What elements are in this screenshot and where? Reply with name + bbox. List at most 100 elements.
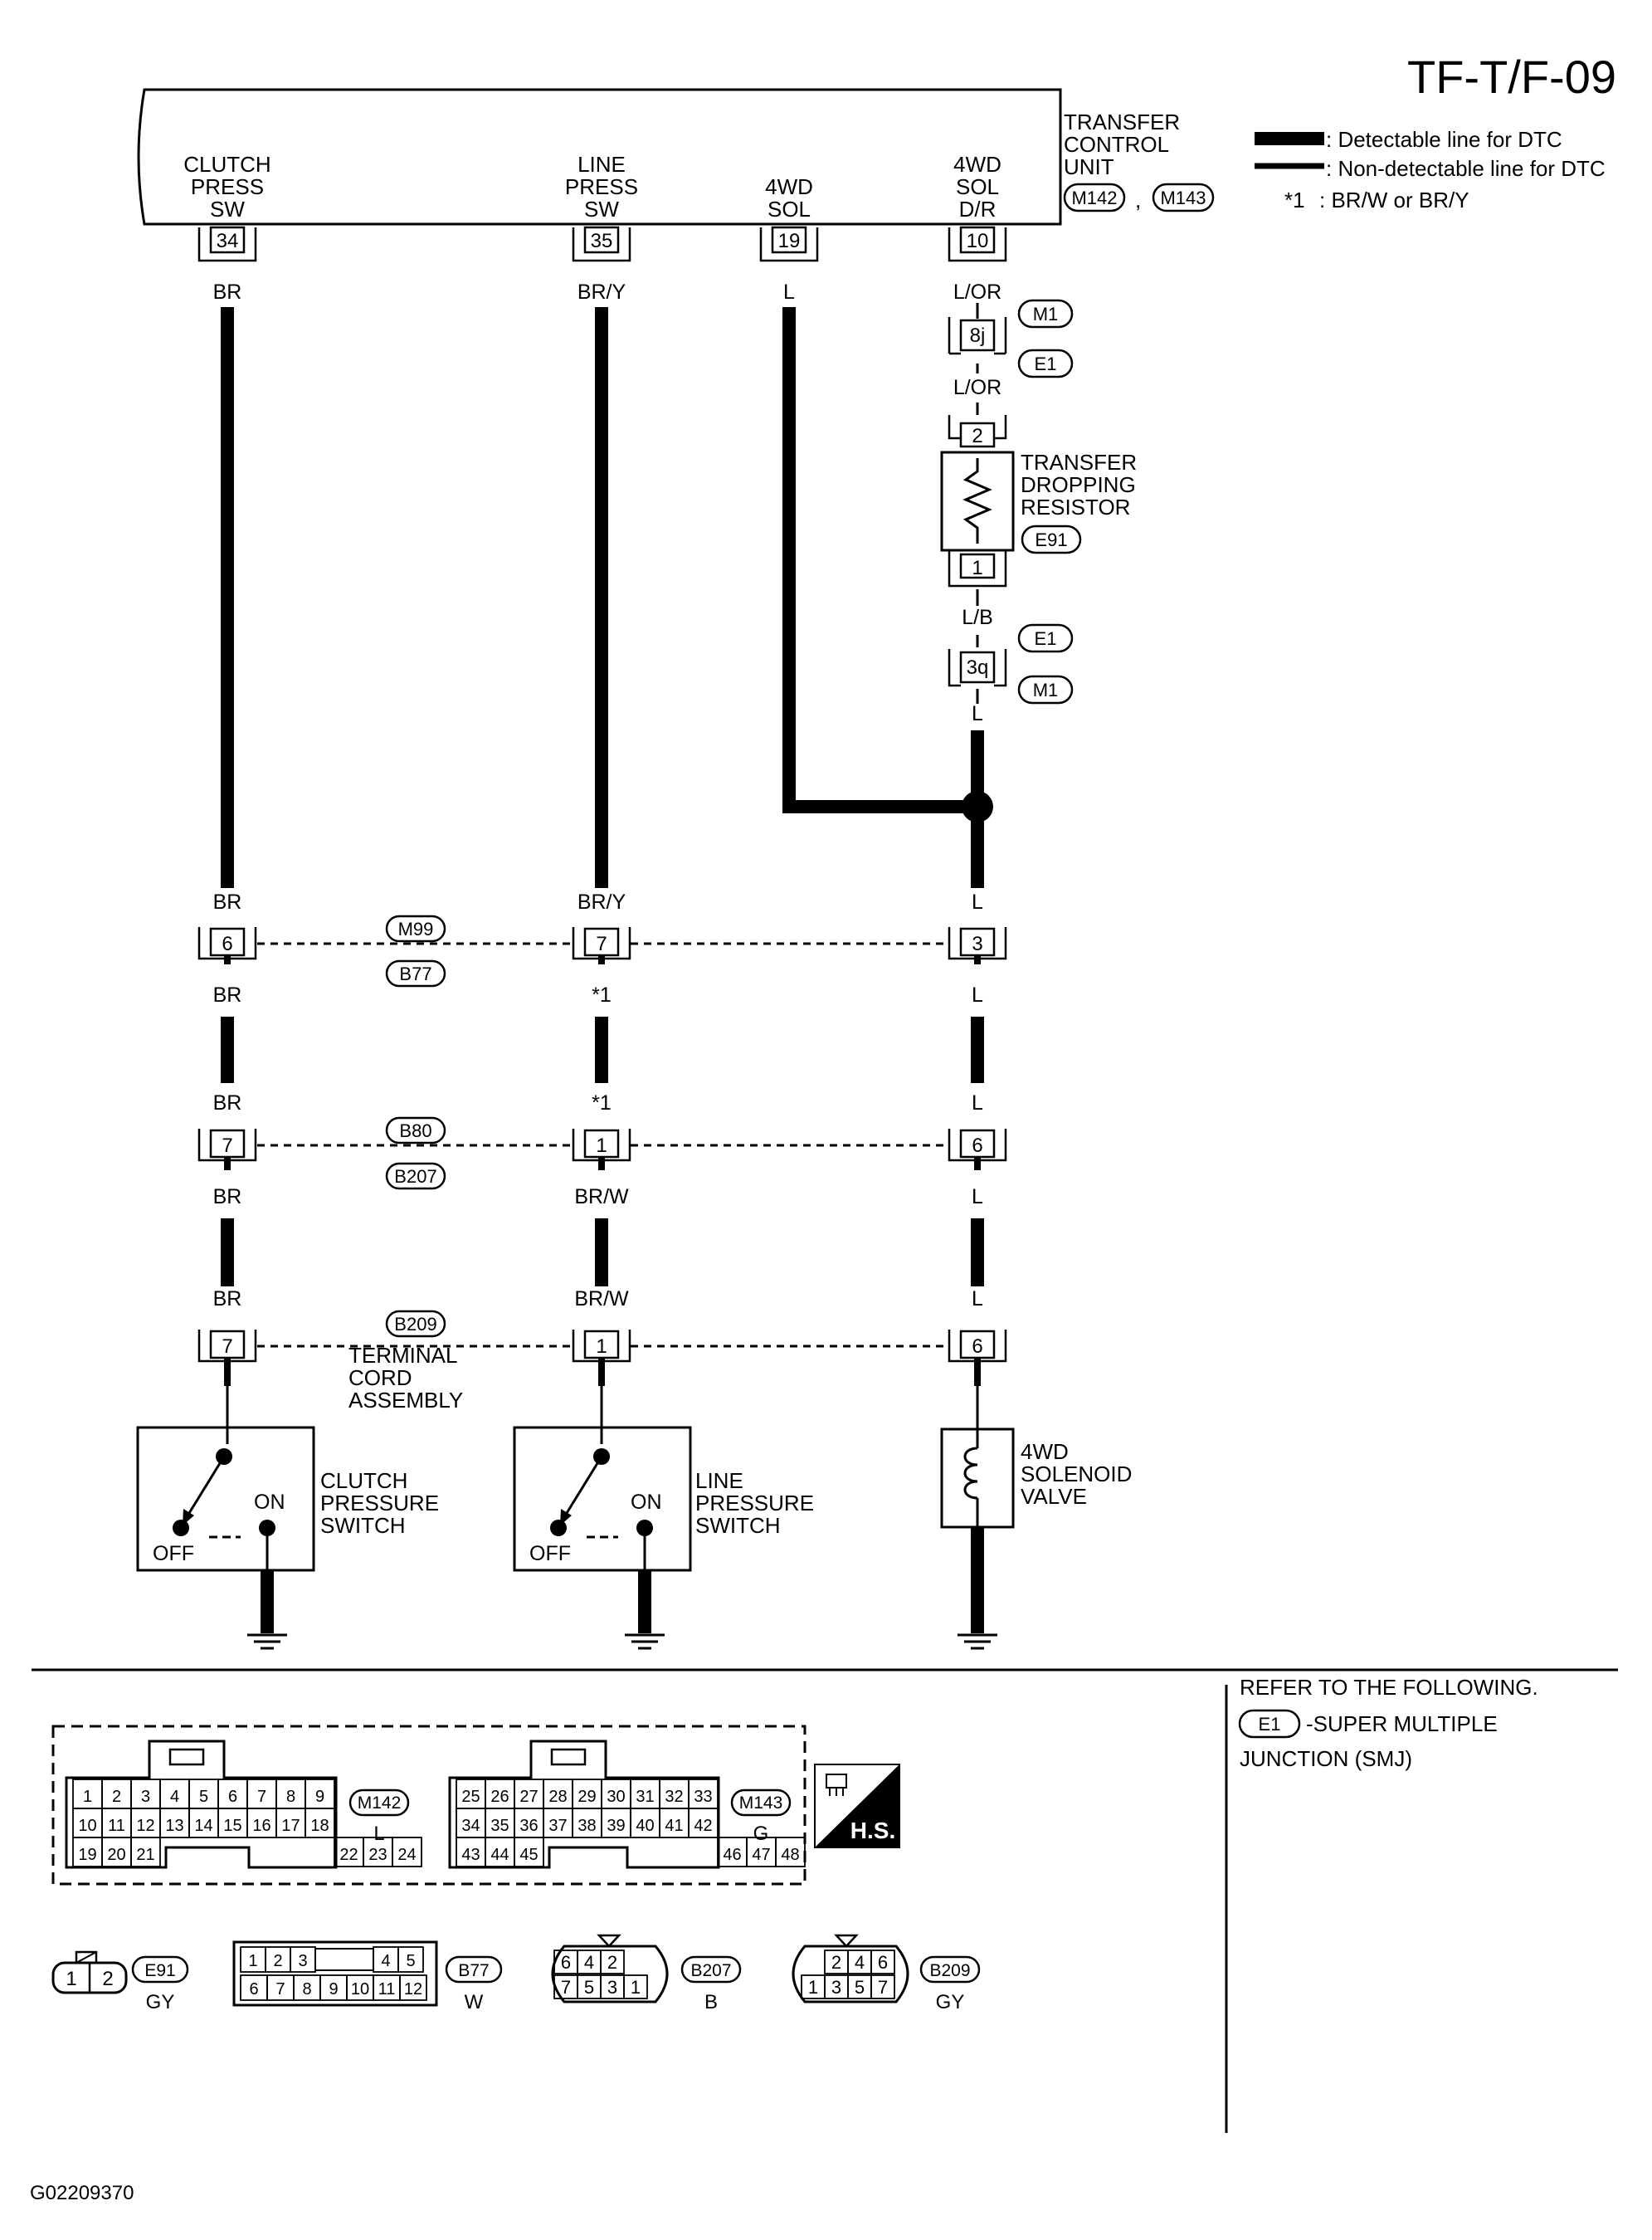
wire-label-sol: L [783, 281, 795, 304]
svg-text:SWITCH: SWITCH [695, 1513, 781, 1538]
terminal-number: 41 [665, 1817, 683, 1835]
terminal-number: 23 [368, 1846, 387, 1864]
terminal-number: 24 [397, 1846, 416, 1864]
terminal-number: 11 [108, 1817, 125, 1835]
svg-text:TRANSFER: TRANSFER [1021, 450, 1137, 475]
dropping-resistor: 2 1 [940, 415, 1015, 588]
refer-line2: -SUPER MULTIPLE [1306, 1711, 1498, 1736]
row3-conn-b209: B209 [385, 1310, 446, 1338]
svg-text:L: L [972, 702, 983, 725]
svg-text:CONTROL: CONTROL [1064, 132, 1169, 157]
terminal-number: 12 [404, 1980, 422, 1998]
terminal-number: 20 [107, 1846, 125, 1864]
terminal-number: 18 [310, 1817, 329, 1835]
terminal-number: 29 [577, 1788, 596, 1806]
svg-text:M142: M142 [1071, 188, 1117, 208]
terminal-number: 1 [83, 1788, 92, 1806]
svg-text:B207: B207 [394, 1166, 436, 1187]
tcu-label-line: LINE PRESS SW [565, 152, 638, 222]
svg-text:19: 19 [778, 230, 801, 252]
ground-symbol-clutch [247, 1633, 287, 1650]
connector-pin: 7 [572, 927, 631, 960]
terminal-number: 47 [752, 1846, 770, 1864]
junction-3q-conn-e1: E1 [1017, 623, 1074, 653]
clutch-pressure-switch: OFF ON [136, 1426, 315, 1572]
terminal-cell [130, 1837, 161, 1867]
svg-text:B77: B77 [458, 1961, 489, 1980]
terminal-number: 5 [584, 1977, 594, 1998]
svg-text:3q: 3q [967, 656, 989, 679]
terminal-cell [600, 1950, 625, 1974]
terminal-number: 46 [723, 1846, 741, 1864]
svg-text:PRESSURE: PRESSURE [695, 1491, 814, 1515]
svg-text:*1: *1 [592, 1091, 612, 1115]
junction-dot [962, 791, 993, 822]
terminal-cell [623, 1974, 648, 1999]
tcu-comma: , [1135, 188, 1141, 212]
resistor-conn-e91: E91 [1021, 525, 1082, 554]
terminal-number: 12 [136, 1817, 154, 1835]
svg-text:ON: ON [254, 1491, 285, 1514]
svg-text:E1: E1 [1035, 354, 1057, 374]
svg-text:B80: B80 [399, 1120, 431, 1141]
tcu-label-sol-dr: 4WD SOL D/R [953, 152, 1001, 222]
wire-labels-line: BR/Y BR/Y *1 *1 BR/W BR/W [574, 281, 629, 1310]
terminal-number: 42 [694, 1817, 712, 1835]
svg-text:M99: M99 [398, 919, 434, 939]
svg-text:B209: B209 [394, 1314, 436, 1335]
svg-text:ON: ON [631, 1491, 662, 1514]
tcu-title: TRANSFER CONTROL UNIT [1064, 110, 1180, 179]
wire-labels-clutch: BR BR BR BR BR BR [213, 281, 242, 1310]
terminal-number: 1 [808, 1977, 818, 1998]
terminal-number: 14 [194, 1817, 212, 1835]
solenoid-valve-label: 4WD SOLENOID VALVE [1021, 1439, 1132, 1509]
terminal-number: 3 [607, 1977, 617, 1998]
svg-text:PRESSURE: PRESSURE [320, 1491, 439, 1515]
terminal-number: 34 [461, 1817, 480, 1835]
terminal-number: 37 [548, 1817, 567, 1835]
terminal-number: 10 [78, 1817, 96, 1835]
refer-line3: JUNCTION (SMJ) [1240, 1746, 1412, 1771]
svg-text:2: 2 [102, 1968, 113, 1990]
solenoid-valve [940, 1427, 1015, 1529]
terminal-number: 13 [165, 1817, 183, 1835]
svg-text:L: L [972, 1091, 983, 1115]
e91-color: GY [146, 1991, 175, 2013]
junction-3q: 3q [948, 649, 1007, 687]
terminal-cell [870, 1974, 895, 1999]
junction-8j-conn-e1: E1 [1017, 349, 1074, 378]
ground-symbol-sol [958, 1633, 997, 1650]
ground-symbol-line [625, 1633, 665, 1650]
svg-text:1: 1 [66, 1968, 76, 1990]
terminal-number: 26 [490, 1788, 509, 1806]
legend-detectable-text: : Detectable line for DTC [1326, 127, 1562, 152]
svg-text:E91: E91 [144, 1961, 175, 1980]
svg-text:4WD: 4WD [953, 152, 1001, 177]
connector-pin-number: 6 [972, 1335, 982, 1358]
terminal-number: 8 [302, 1980, 311, 1998]
terminal-cell [399, 1974, 427, 2001]
svg-text:10: 10 [967, 230, 989, 252]
terminal-number: 6 [228, 1788, 237, 1806]
terminal-number: 2 [607, 1952, 617, 1973]
terminal-number: 5 [406, 1952, 415, 1970]
terminal-cell [397, 1946, 424, 1973]
terminal-cell [305, 1808, 335, 1838]
svg-text:ASSEMBLY: ASSEMBLY [348, 1388, 463, 1413]
m142-id: M142 [348, 1789, 410, 1817]
terminal-number: 7 [257, 1788, 266, 1806]
svg-text:BR/W: BR/W [574, 1185, 629, 1208]
terminal-number: 22 [339, 1846, 358, 1864]
terminal-number: 31 [636, 1788, 654, 1806]
svg-text:CORD: CORD [348, 1365, 412, 1390]
svg-text:BR/Y: BR/Y [577, 281, 626, 304]
tcu-connector-m143: M143 [1152, 183, 1215, 212]
svg-text:4WD: 4WD [1021, 1439, 1069, 1464]
terminal-number: 6 [249, 1980, 258, 1998]
svg-text:34: 34 [217, 230, 239, 252]
junction-3q-conn-m1: M1 [1017, 675, 1074, 705]
terminal-number: 7 [561, 1977, 571, 1998]
